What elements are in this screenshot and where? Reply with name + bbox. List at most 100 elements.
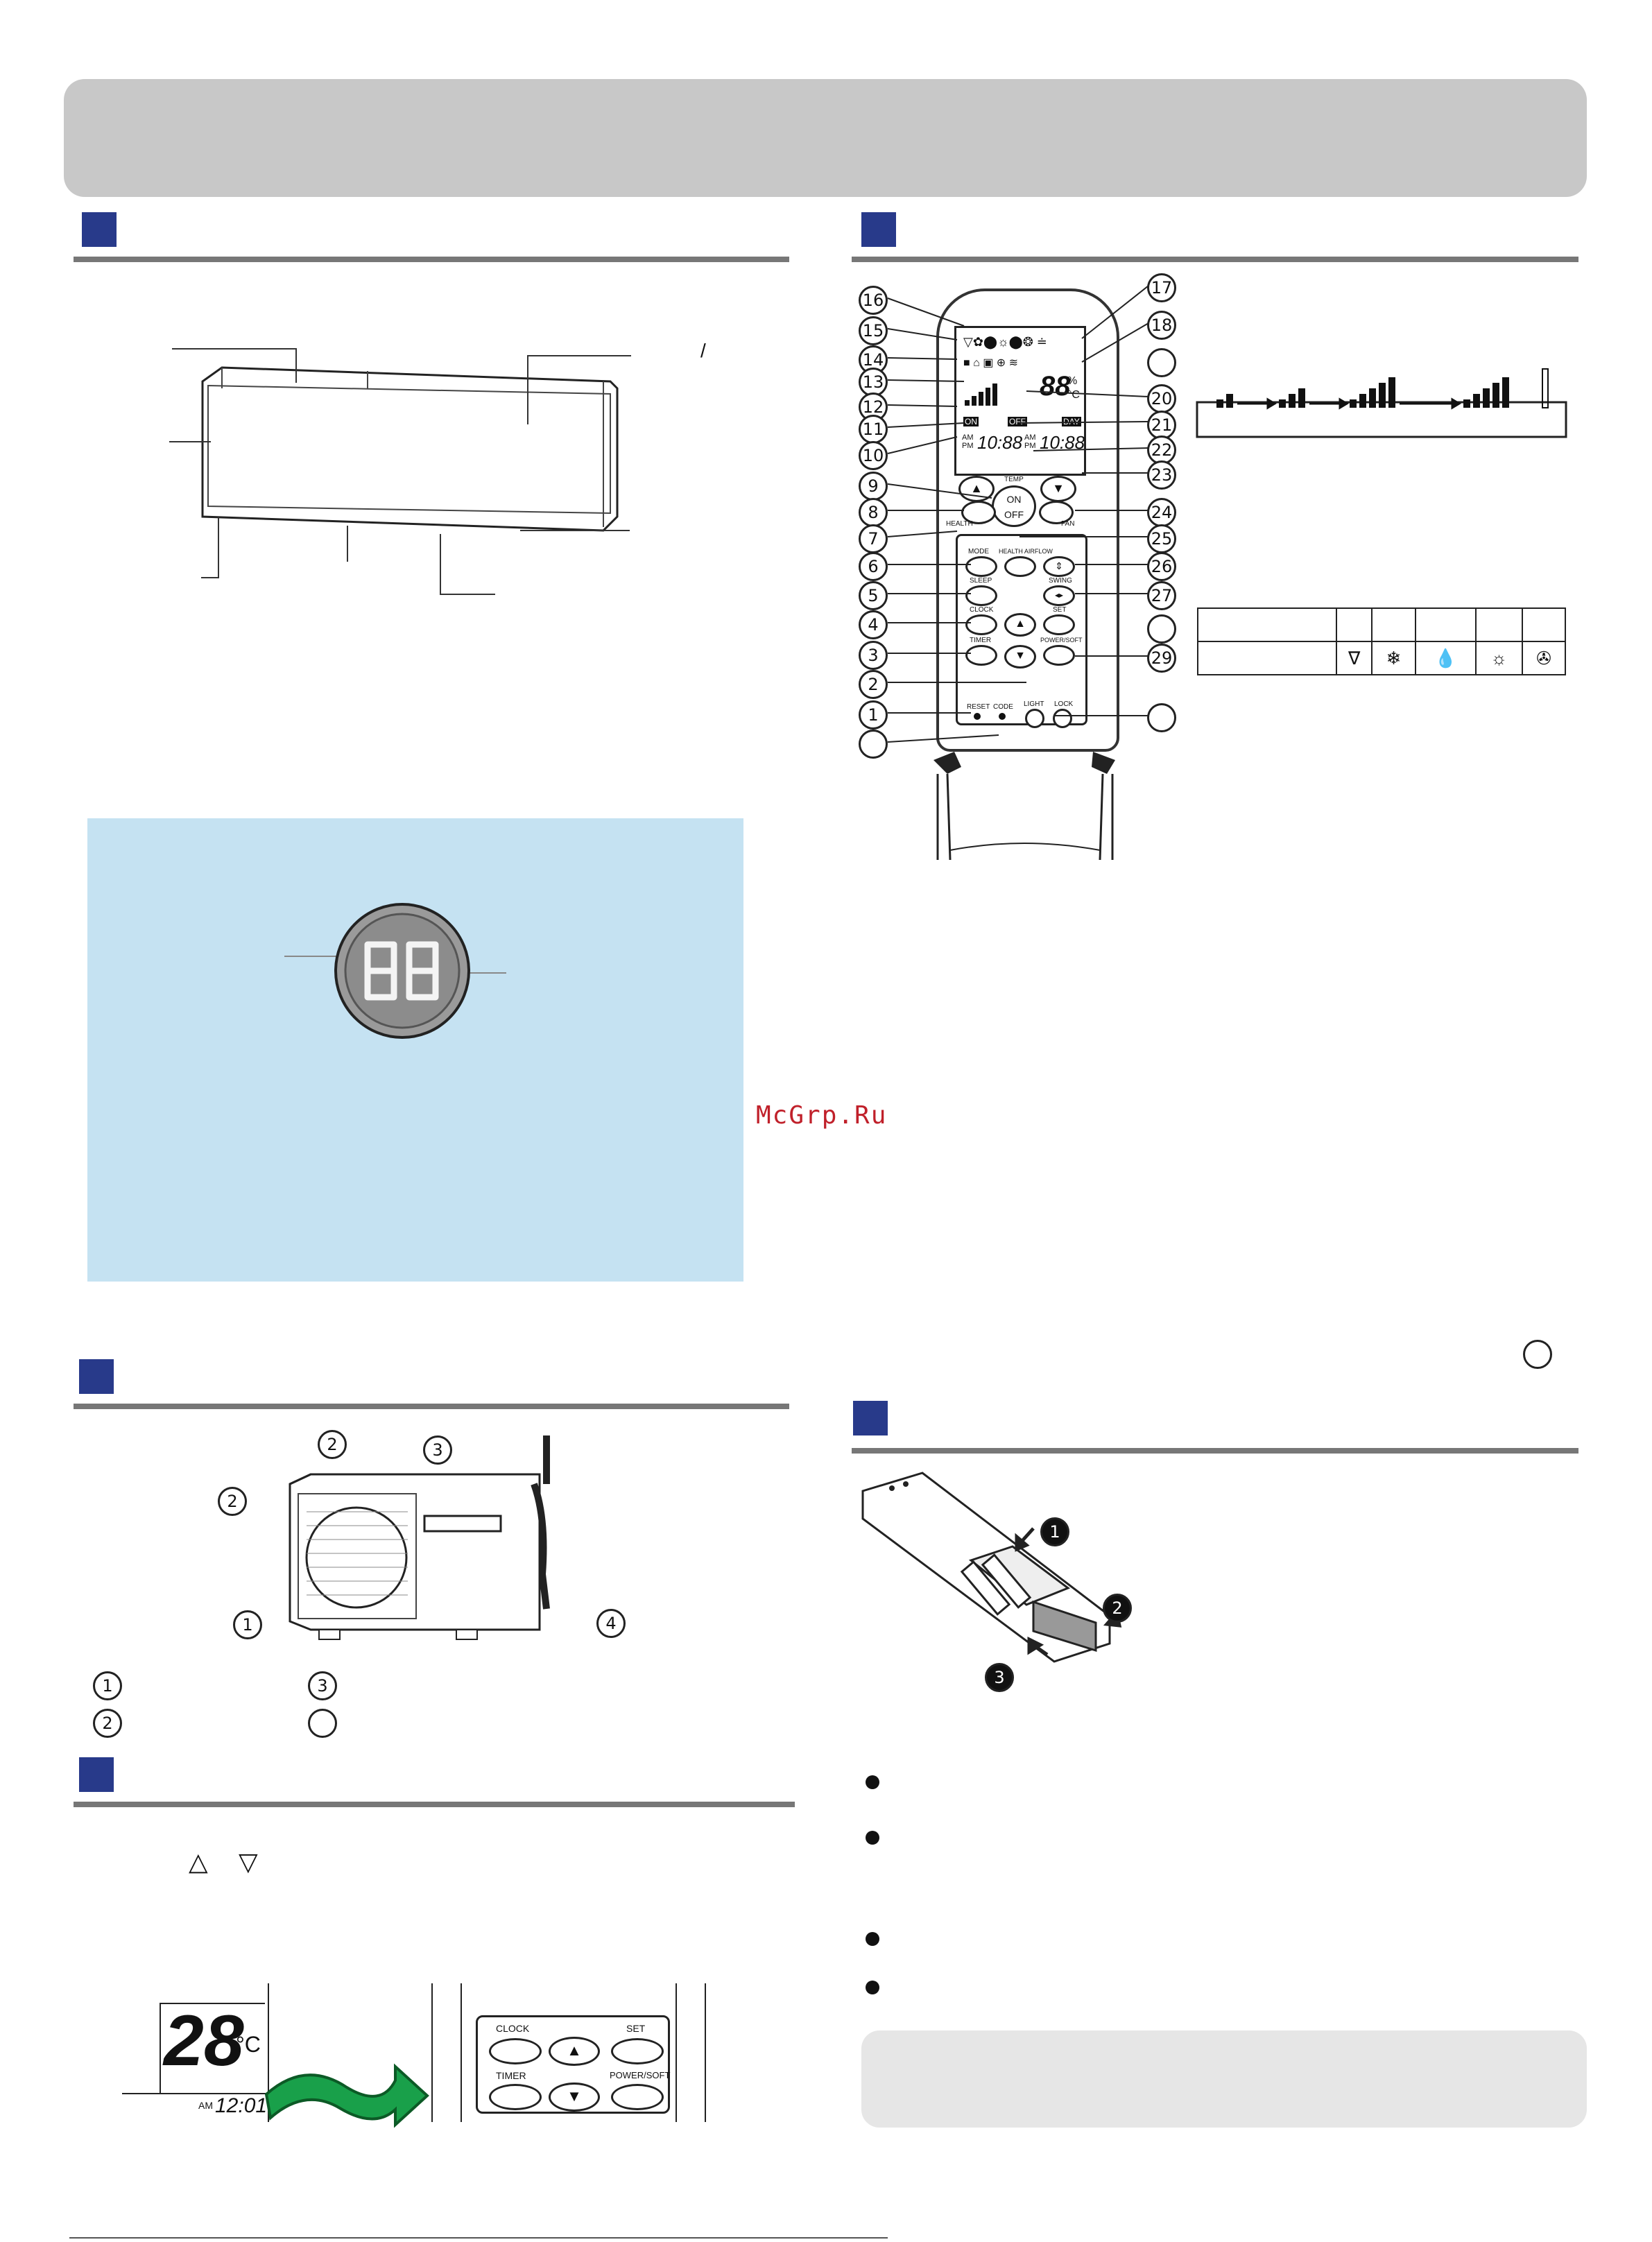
callout-10: 10 [859,441,888,470]
demo-powersoft-label: POWER/SOFT [610,2070,671,2080]
temp-label: TEMP [1004,476,1024,483]
section-rule-outdoor [74,1404,789,1409]
demo-timer-button[interactable] [489,2084,542,2110]
updown-swing-button[interactable]: ⇕ [1043,556,1075,577]
powersoft-button[interactable] [1043,645,1075,666]
display-panel [87,818,743,1282]
battery-illustration [861,1472,1122,1663]
callout-19 [1147,348,1176,377]
lcd-divider [122,2093,268,2094]
slash-mark: / [700,340,706,361]
leader-line [520,530,630,531]
auto-icon: ∇ [1335,641,1373,675]
reset-button[interactable] [974,713,981,720]
callout-empty [859,730,888,759]
powersoft-label: POWER/SOFT [1040,637,1083,644]
callout-29: 29 [1147,644,1176,673]
callout-1: 1 [859,700,888,730]
cool-icon: ❄ [1371,641,1416,675]
callout-5: 5 [859,581,888,610]
bullet [866,1932,879,1946]
mode-table: ∇ ❄ 💧 ☼ ✇ [1197,607,1567,675]
timer-button[interactable] [965,645,997,666]
fan-icon: ✇ [1521,641,1567,675]
callout-21: 21 [1147,411,1176,440]
lcd-pm: PM [962,442,974,450]
callout-2: 2 [859,670,888,699]
fan-button[interactable] [1039,501,1074,524]
demo-up-button[interactable]: ▲ [549,2037,600,2066]
demo-down-button[interactable]: ▼ [549,2083,600,2112]
off-label: OFF [1004,509,1024,520]
lcd-status-icons: ■ ⌂ ▣ ⊕ ≋ [963,357,1019,369]
callout-empty-right [1523,1340,1552,1369]
demo-powersoft-button[interactable] [611,2084,664,2110]
legend-3: 3 [308,1671,337,1700]
demo-clock-label: CLOCK [496,2023,530,2034]
callout-23: 23 [1147,460,1176,490]
lock-button[interactable] [1053,709,1072,728]
set-button[interactable] [1043,614,1075,635]
mode-button[interactable] [965,556,997,577]
section-marker-indoor [82,212,117,247]
section-rule-clock [74,1802,795,1807]
remote-edge-left [431,1983,462,2122]
battery-step-1: 1 [1040,1517,1069,1546]
lcd-am: AM [962,433,974,442]
battery-step-2: 2 [1103,1594,1132,1623]
callout-27: 27 [1147,581,1176,610]
leader-line [527,355,528,424]
demo-temp: 28 [164,2001,244,2081]
light-button[interactable] [1025,709,1044,728]
lcd-fan-bars [963,381,1002,406]
watermark: McGrp.Ru [756,1101,888,1130]
code-label: CODE [993,703,1013,711]
bullet [866,1775,879,1789]
heat-icon: ☼ [1474,641,1523,675]
callout-24: 24 [1147,498,1176,527]
health-button[interactable] [961,501,996,524]
leader-line [284,956,340,957]
up-arrow-symbol: △ [189,1847,208,1876]
callout-22: 22 [1147,436,1176,465]
leader-line [440,534,441,594]
section-marker-clock [79,1757,114,1792]
time-down-button[interactable]: ▼ [1004,645,1036,669]
sleep-label: SLEEP [970,577,992,585]
callout-16: 16 [859,286,888,315]
callout-18: 18 [1147,311,1176,340]
outdoor-callout-pipe: 3 [423,1435,452,1465]
demo-set-button[interactable] [611,2038,664,2064]
remote-holder [933,752,1115,861]
outdoor-callout-valve: 4 [596,1609,626,1638]
clock-demo-lcd: 28 °C AM 12:01 [122,1983,269,2122]
lcd-am: AM [1024,433,1036,442]
callout-28 [1147,614,1176,644]
outdoor-callout-top: 2 [318,1430,347,1459]
lcd-mode-icons: ▽✿⬤☼⬤❂ ≐ [963,335,1047,349]
bullet [866,1831,879,1845]
leader-line [295,348,297,383]
section-marker-outdoor [79,1359,114,1394]
swing-button[interactable]: ◂▸ [1043,585,1075,606]
light-label: LIGHT [1024,700,1044,708]
clock-button[interactable] [965,614,997,635]
health-label: HEALTH [946,520,973,528]
leader-line [172,348,295,350]
code-button[interactable] [999,713,1006,720]
temp-down-button[interactable]: ▼ [1040,476,1076,502]
leader-line [218,517,219,578]
legend-2: 2 [93,1709,122,1738]
sleep-button[interactable] [965,585,997,606]
callout-6: 6 [859,552,888,581]
mode-label: MODE [968,548,989,555]
demo-clock-button[interactable] [489,2038,542,2064]
callout-4: 4 [859,610,888,639]
callout-12: 12 [859,393,888,422]
health-airflow-button[interactable] [1004,556,1036,577]
leader-line [527,355,631,356]
time-up-button[interactable]: ▲ [1004,613,1036,637]
